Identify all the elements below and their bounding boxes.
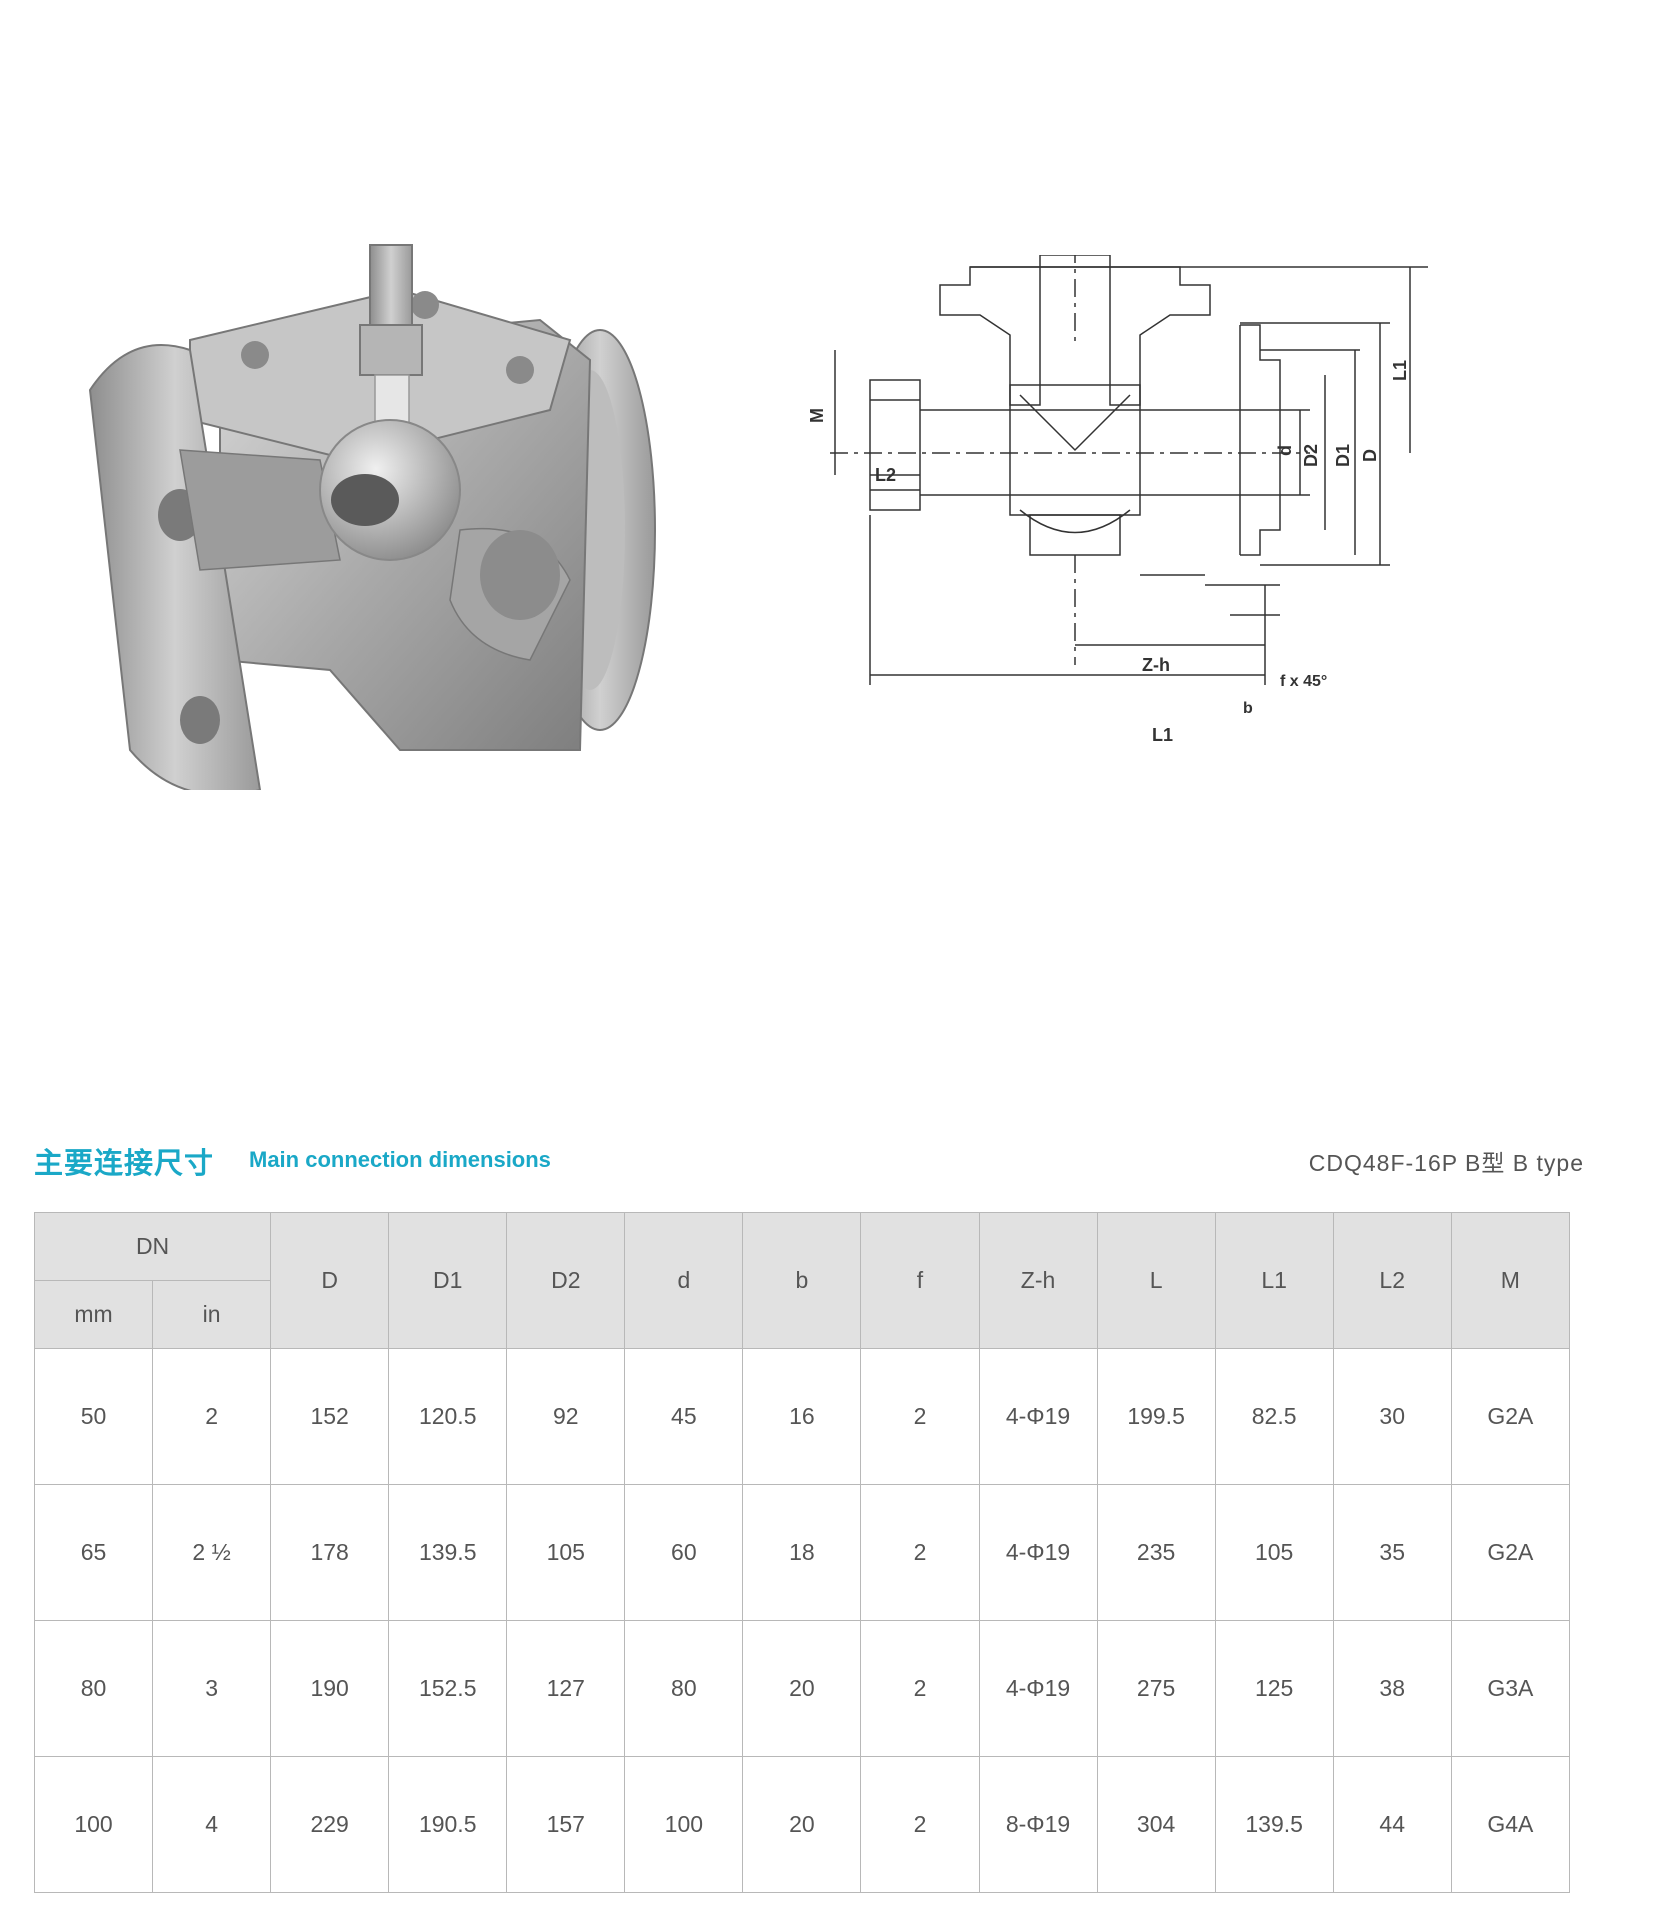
table-cell: 3 xyxy=(152,1620,272,1757)
table-cell: 152.5 xyxy=(388,1620,508,1757)
table-cell: G2A xyxy=(1450,1348,1571,1485)
table-cell: 80 xyxy=(33,1620,154,1757)
table-cell: 80 xyxy=(624,1620,744,1757)
table-cell: 4-Φ19 xyxy=(978,1484,1098,1621)
table-cell: 2 ½ xyxy=(152,1484,272,1621)
header-d-small: d xyxy=(624,1212,744,1349)
table-cell: G4A xyxy=(1450,1756,1571,1893)
model-type: CDQ48F-16P B型 B type xyxy=(1308,1150,1584,1176)
label-d: D xyxy=(1360,449,1380,462)
label-l1-bottom: L1 xyxy=(1152,725,1174,745)
header-dn: DN xyxy=(33,1212,272,1281)
table-cell: 20 xyxy=(742,1620,862,1757)
table-cell: 20 xyxy=(742,1756,862,1893)
table-cell: 229 xyxy=(270,1756,390,1893)
table-cell: 60 xyxy=(624,1484,744,1621)
header-b: b xyxy=(742,1212,862,1349)
table-cell: 2 xyxy=(860,1484,980,1621)
table-cell: 65 xyxy=(33,1484,154,1621)
table-cell: 4-Φ19 xyxy=(978,1348,1098,1485)
table-cell: 2 xyxy=(860,1620,980,1757)
table-cell: 100 xyxy=(33,1756,154,1893)
table-row: 100 4 229 190.5 157 100 20 2 8-Φ19 304 1… xyxy=(33,1756,1571,1893)
title-cn: 主要连接尺寸 xyxy=(34,1148,215,1180)
table-cell: 199.5 xyxy=(1096,1348,1216,1485)
label-d2: D2 xyxy=(1301,443,1322,468)
label-m: M xyxy=(807,408,827,423)
table-row: 65 2 ½ 178 139.5 105 60 18 2 4-Φ19 235 1… xyxy=(33,1484,1571,1621)
drawing-label-layer: M L2 d D2 D1 D L1 Z-h f x 45° b L1 xyxy=(807,255,1570,815)
title-en: Main connection dimensions xyxy=(249,1147,551,1172)
table-cell: 105 xyxy=(506,1484,626,1621)
label-b: b xyxy=(1243,700,1253,717)
valve-section-drawing xyxy=(830,255,1428,685)
table-cell: 30 xyxy=(1332,1348,1452,1485)
table-cell: G3A xyxy=(1450,1620,1571,1757)
header-d1: D1 xyxy=(388,1212,508,1349)
table-cell: 235 xyxy=(1096,1484,1216,1621)
table-cell: 4 xyxy=(152,1756,272,1893)
section-title-bar: 主要连接尺寸 Main connection dimensions CDQ48F… xyxy=(34,1140,1584,1180)
table-cell: 139.5 xyxy=(1214,1756,1334,1893)
header-l2: L2 xyxy=(1332,1212,1452,1349)
table-cell: 82.5 xyxy=(1214,1348,1334,1485)
table-row: 80 3 190 152.5 127 80 20 2 4-Φ19 275 125… xyxy=(33,1620,1571,1757)
label-zh: Z-h xyxy=(1142,655,1170,675)
header-d2: D2 xyxy=(506,1212,626,1349)
table-cell: 100 xyxy=(624,1756,744,1893)
table-cell: 139.5 xyxy=(388,1484,508,1621)
header-in: in xyxy=(152,1280,272,1349)
table-cell: G2A xyxy=(1450,1484,1571,1621)
table-cell: 105 xyxy=(1214,1484,1334,1621)
table-cell: 157 xyxy=(506,1756,626,1893)
label-l1-right: L1 xyxy=(1390,359,1411,382)
header-d: D xyxy=(270,1212,390,1349)
label-d-small: d xyxy=(1275,445,1295,456)
table-cell: 45 xyxy=(624,1348,744,1485)
table-header-row: DN D D1 D2 d b f Z-h L L1 L2 M xyxy=(33,1212,1571,1349)
table-cell: 2 xyxy=(152,1348,272,1485)
label-l2: L2 xyxy=(875,465,897,485)
table-cell: 178 xyxy=(270,1484,390,1621)
header-f: f xyxy=(860,1212,980,1349)
header-zh: Z-h xyxy=(978,1212,1098,1349)
table-cell: 2 xyxy=(860,1348,980,1485)
table-cell: 127 xyxy=(506,1620,626,1757)
table-cell: 190 xyxy=(270,1620,390,1757)
table-cell: 18 xyxy=(742,1484,862,1621)
table-cell: 44 xyxy=(1332,1756,1452,1893)
table-cell: 190.5 xyxy=(388,1756,508,1893)
dimensions-table: DN D D1 D2 d b f Z-h L L1 L2 M mm in 50 … xyxy=(33,1212,1571,1893)
valve-cutaway-photo xyxy=(88,244,656,790)
table-cell: 92 xyxy=(506,1348,626,1485)
table-cell: 16 xyxy=(742,1348,862,1485)
table-cell: 50 xyxy=(33,1348,154,1485)
table-cell: 2 xyxy=(860,1756,980,1893)
table-cell: 4-Φ19 xyxy=(978,1620,1098,1757)
header-mm: mm xyxy=(33,1280,154,1349)
table-cell: 120.5 xyxy=(388,1348,508,1485)
header-l: L xyxy=(1096,1212,1216,1349)
table-cell: 152 xyxy=(270,1348,390,1485)
table-cell: 38 xyxy=(1332,1620,1452,1757)
table-cell: 125 xyxy=(1214,1620,1334,1757)
table-cell: 35 xyxy=(1332,1484,1452,1621)
label-d1: D1 xyxy=(1333,443,1354,468)
header-m: M xyxy=(1450,1212,1571,1349)
table-subheader-row: mm in xyxy=(33,1280,1570,1349)
table-cell: 8-Φ19 xyxy=(978,1756,1098,1893)
label-f45: f x 45° xyxy=(1280,673,1328,690)
table-cell: 304 xyxy=(1096,1756,1216,1893)
table-cell: 275 xyxy=(1096,1620,1216,1757)
header-l1: L1 xyxy=(1214,1212,1334,1349)
table-row: 50 2 152 120.5 92 45 16 2 4-Φ19 199.5 82… xyxy=(33,1348,1571,1485)
